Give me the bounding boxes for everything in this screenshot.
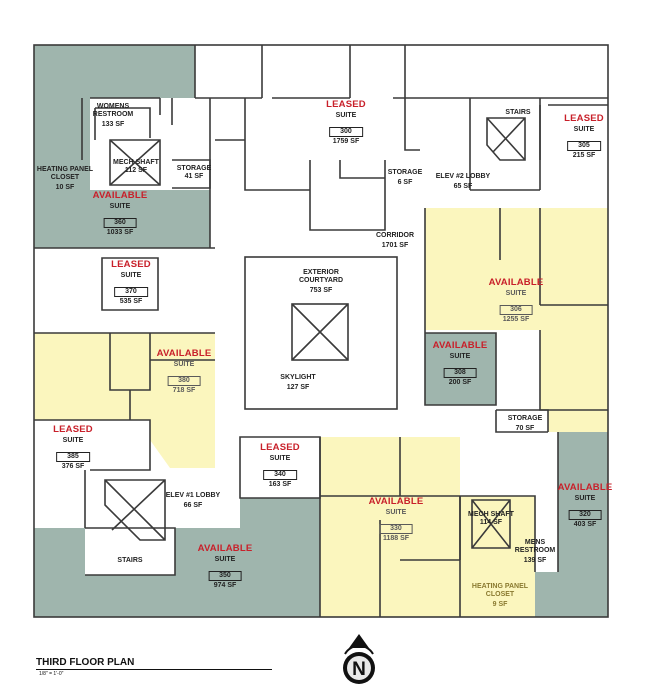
suite-number: 320: [568, 509, 602, 521]
suite-area: 215 SF: [572, 152, 596, 160]
womens-restroom-label: WOMENS RESTROOM 133 SF: [92, 103, 134, 129]
suite-385-label[interactable]: LEASED SUITE 385 376 SF: [53, 424, 93, 471]
suite-word: SUITE: [573, 125, 595, 133]
suite-300-label[interactable]: LEASED SUITE 300 1759 SF: [326, 99, 366, 146]
north-letter: N: [352, 659, 366, 680]
suite-status: LEASED: [326, 99, 366, 110]
suite-status: LEASED: [260, 442, 300, 453]
suite-status: AVAILABLE: [368, 496, 424, 507]
suite-status: AVAILABLE: [92, 190, 148, 201]
suite-number: 380: [167, 375, 201, 387]
suite-status: AVAILABLE: [432, 340, 488, 351]
suite-380-label[interactable]: AVAILABLE SUITE 380 718 SF: [156, 348, 212, 395]
suite-word: SUITE: [214, 555, 236, 563]
suite-status: LEASED: [53, 424, 93, 435]
suite-fills: [34, 45, 608, 617]
suite-305-label[interactable]: LEASED SUITE 305 215 SF: [564, 113, 604, 160]
suite-number: 370: [114, 286, 148, 298]
suite-area: 163 SF: [268, 481, 292, 489]
suite-350-area[interactable]: [34, 498, 320, 617]
suite-320-label[interactable]: AVAILABLE SUITE 320 403 SF: [557, 482, 613, 529]
suite-area: 1255 SF: [502, 316, 530, 324]
suite-status: LEASED: [564, 113, 604, 124]
suite-area: 535 SF: [119, 298, 143, 306]
suite-word: SUITE: [449, 352, 471, 360]
suite-330-label[interactable]: AVAILABLE SUITE 330 1188 SF: [368, 496, 424, 543]
mech-shaft-west-label: MECH SHAFT 112 SF: [113, 159, 159, 175]
suite-word: SUITE: [120, 271, 142, 279]
title-block: THIRD FLOOR PLAN 1/8" = 1'-0": [36, 657, 272, 677]
plan-scale: 1/8" = 1'-0": [39, 671, 64, 677]
courtyard-wall: [244, 256, 398, 410]
suite-number: 300: [329, 126, 363, 138]
suite-number: 330: [379, 523, 413, 535]
suite-330-area[interactable]: [320, 437, 535, 617]
suite-number: 385: [56, 451, 90, 463]
suite-word: SUITE: [335, 111, 357, 119]
suite-number: 350: [208, 570, 242, 582]
suite-word: SUITE: [574, 494, 596, 502]
suite-word: SUITE: [385, 508, 407, 516]
suite-306-label[interactable]: AVAILABLE SUITE 306 1255 SF: [488, 277, 544, 324]
suite-area: 200 SF: [448, 379, 472, 387]
storage-east-label: STORAGE 70 SF: [507, 415, 543, 433]
mech-shaft-east-label: MECH SHAFT 114 SF: [468, 511, 514, 527]
plan-title: THIRD FLOOR PLAN: [36, 657, 272, 670]
skylight-label: SKYLIGHT 127 SF: [280, 374, 316, 392]
courtyard-label: EXTERIOR COURTYARD 753 SF: [298, 269, 344, 295]
suite-number: 340: [263, 469, 297, 481]
suite-status: AVAILABLE: [557, 482, 613, 493]
suite-308-label[interactable]: AVAILABLE SUITE 308 200 SF: [432, 340, 488, 387]
suite-360-area[interactable]: [34, 45, 210, 248]
suite-360-area-b: [34, 98, 82, 190]
suite-340-label[interactable]: LEASED SUITE 340 163 SF: [260, 442, 300, 489]
suite-area: 403 SF: [573, 521, 597, 529]
storage-north-label: STORAGE 6 SF: [387, 169, 423, 187]
suite-360-label[interactable]: AVAILABLE SUITE 360 1033 SF: [92, 190, 148, 237]
suite-area: 1188 SF: [382, 535, 410, 543]
suite-status: AVAILABLE: [488, 277, 544, 288]
suite-area: 1759 SF: [332, 138, 360, 146]
elev1-lobby-label: ELEV #1 LOBBY 66 SF: [165, 492, 221, 510]
suite-area: 376 SF: [61, 463, 85, 471]
corridor-label: CORRIDOR 1701 SF: [375, 232, 415, 250]
skylight-outline: [291, 303, 349, 361]
suite-308-area[interactable]: [425, 333, 496, 405]
elev2-lobby-label: ELEV #2 LOBBY 65 SF: [435, 173, 491, 191]
north-arrow-icon: N: [343, 634, 375, 684]
suite-word: SUITE: [62, 436, 84, 444]
suite-306-area[interactable]: [425, 208, 608, 432]
suite-status: AVAILABLE: [197, 543, 253, 554]
suite-area: 974 SF: [213, 582, 237, 590]
suite-number: 306: [499, 304, 533, 316]
suite-word: SUITE: [505, 289, 527, 297]
walls: [33, 44, 609, 618]
exterior-wall: [33, 44, 609, 618]
heating-closet-west-label: HEATING PANEL CLOSET 10 SF: [36, 166, 94, 192]
storage-west-label: STORAGE 41 SF: [176, 165, 212, 181]
suite-area: 718 SF: [172, 387, 196, 395]
suite-number: 305: [567, 140, 601, 152]
stairs-south-label: STAIRS: [117, 557, 143, 564]
suite-350-label[interactable]: AVAILABLE SUITE 350 974 SF: [197, 543, 253, 590]
suite-number: 360: [103, 217, 137, 229]
suite-320-area[interactable]: [535, 432, 608, 617]
suite-370-label[interactable]: LEASED SUITE 370 535 SF: [111, 259, 151, 306]
suite-status: LEASED: [111, 259, 151, 270]
heating-closet-east-label: HEATING PANEL CLOSET 9 SF: [471, 583, 529, 609]
stairs-north-label: STAIRS: [505, 109, 531, 116]
mens-restroom-label: MENS RESTROOM 139 SF: [514, 539, 556, 565]
suite-area: 1033 SF: [106, 229, 134, 237]
suite-status: AVAILABLE: [156, 348, 212, 359]
suite-word: SUITE: [173, 360, 195, 368]
suite-word: SUITE: [269, 454, 291, 462]
suite-380-area[interactable]: [34, 333, 215, 468]
suite-number: 308: [443, 367, 477, 379]
suite-word: SUITE: [109, 202, 131, 210]
